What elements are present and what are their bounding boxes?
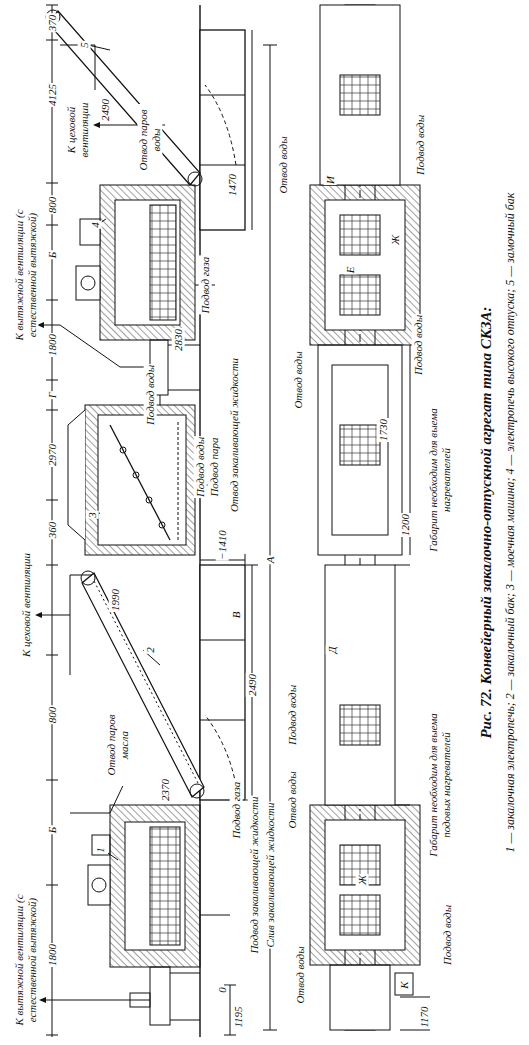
note-label: Габарит необходим для выема нагревателей: [427, 394, 452, 566]
dimension-label: 2490: [99, 98, 112, 122]
callout-label: Б: [46, 826, 59, 835]
note-label: К вытяжной вентиляции (с естественной вы…: [13, 884, 38, 1036]
note-label: Подвод пара: [208, 436, 221, 497]
note-label: Отвод воды: [286, 770, 299, 829]
dimension-label: 1195: [232, 1005, 245, 1028]
note-label: Подвод воды: [144, 364, 157, 426]
note-label: К цеховой вентиляции: [65, 79, 90, 181]
dimension-label: 1470: [226, 173, 239, 197]
callout-label: Е: [344, 266, 357, 275]
callout-label: И: [324, 175, 337, 185]
callout-label: 4: [89, 221, 102, 229]
dimension-label: 1800: [46, 333, 59, 357]
note-label: Подвод воды: [412, 314, 425, 376]
dimension-label: 1800: [46, 943, 59, 967]
dimension-label: 800: [46, 706, 59, 725]
note-label: Подвод воды: [194, 436, 207, 498]
callout-label: Г: [46, 391, 59, 399]
callout-label: 3: [86, 511, 99, 519]
note-label: Отвод паров воды: [137, 104, 162, 176]
note-label: Подвод газа: [199, 256, 212, 315]
note-label: Подвод воды: [441, 904, 454, 966]
note-label: Отвод воды: [277, 135, 290, 194]
dimension-label: 2490: [246, 673, 259, 697]
note-label: Отвод закаливающей жидкости: [228, 357, 241, 513]
note-label: К цеховой вентиляции: [20, 539, 33, 671]
note-label: Слив закаливающей жидкости: [264, 801, 277, 948]
callout-label: Б: [46, 251, 59, 260]
dimension-label: 1730: [377, 418, 390, 442]
note-label: Подвод воды: [286, 684, 299, 746]
dimension-label: 2970: [46, 443, 59, 467]
dimension-label: −1410: [216, 529, 229, 560]
dimension-label: 800: [46, 196, 59, 215]
callout-label: Д: [326, 646, 339, 655]
figure-title: Рис. 72. Конвейерный закалочно-отпускной…: [478, 0, 495, 1045]
note-label: Подвод закаливающей жидкости: [248, 795, 261, 954]
dimension-label: 370: [46, 14, 59, 33]
note-label: Отвод паров масла: [105, 704, 130, 786]
note-label: К вытяжной вентиляции (с естественной вы…: [13, 199, 38, 351]
callout-label: 5: [78, 41, 91, 49]
callout-label: 0: [216, 986, 229, 994]
dimension-label: 360: [46, 521, 59, 540]
note-label: Габарит необходим для выема подовых нагр…: [427, 699, 452, 871]
callout-label: Ж: [356, 874, 369, 886]
dimension-label: 4125: [46, 83, 59, 107]
figure-caption: 1 — закалочная электропечь; 2 — закалочн…: [503, 0, 518, 1045]
callout-label: К: [398, 980, 411, 989]
note-label: Отвод воды: [294, 945, 307, 1004]
note-label: Отвод воды: [292, 350, 305, 409]
callout-label: 2: [144, 646, 157, 654]
dimension-label: 2370: [159, 778, 172, 802]
dimension-label: 2830: [172, 328, 185, 352]
dimension-label: 1990: [109, 588, 122, 612]
callout-label: А: [264, 556, 277, 565]
note-label: Подвод газа: [230, 781, 243, 840]
dimension-label: 1200: [399, 513, 412, 537]
note-label: Подвод воды: [414, 114, 427, 176]
callout-label: 1: [94, 846, 107, 854]
callout-label: Ж: [389, 234, 402, 246]
dimension-label: 1170: [418, 1005, 431, 1028]
callout-label: В: [230, 611, 243, 620]
